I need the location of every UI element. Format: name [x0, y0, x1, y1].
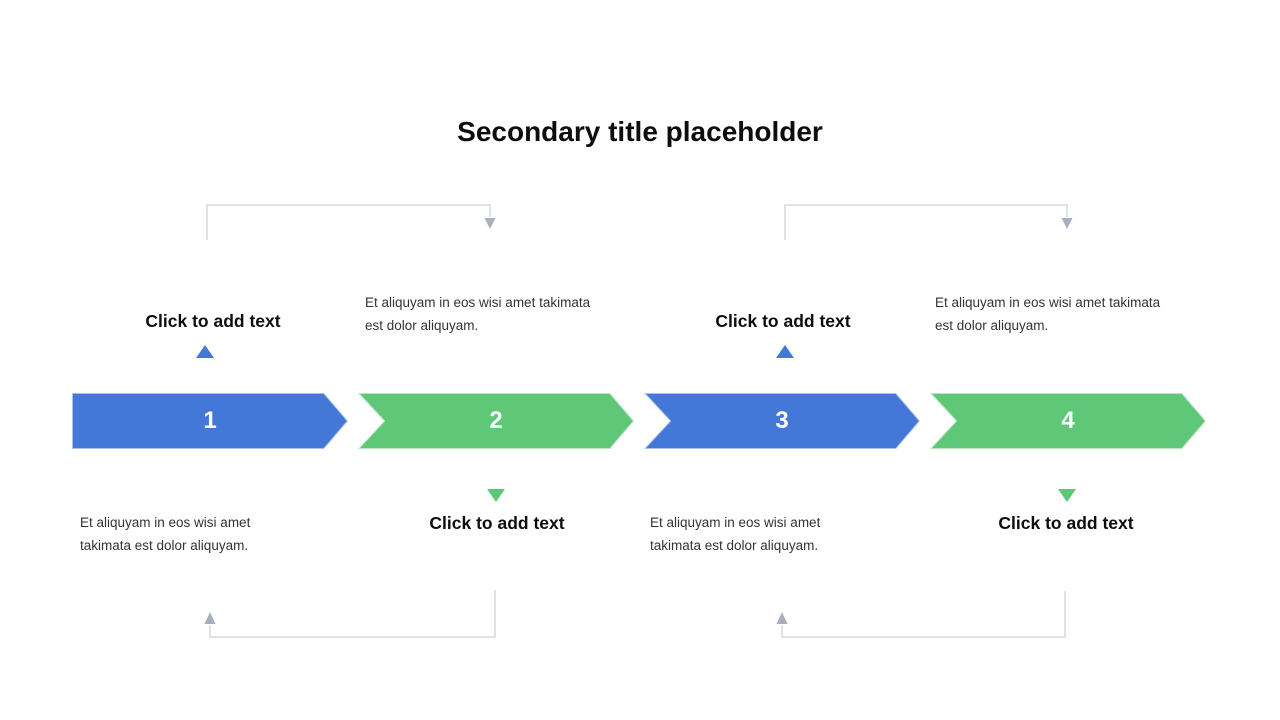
step-4-down-triangle-icon: [1058, 489, 1076, 502]
step-3-up-triangle-icon: [776, 345, 794, 358]
connector-top-left-arrowhead-icon: [484, 218, 496, 229]
slide-title[interactable]: Secondary title placeholder: [457, 116, 823, 147]
step-arrow-3[interactable]: [643, 392, 921, 450]
connector-bottom-right-arrowhead-icon: [776, 612, 788, 624]
description-line: Et aliquyam in eos wisi amet: [80, 515, 251, 530]
step-number-3: 3: [775, 407, 789, 434]
description-line: takimata est dolor aliquyam.: [650, 538, 819, 553]
text-placeholder-step-2[interactable]: Click to add text: [429, 513, 565, 533]
connector-top-right: [784, 204, 1068, 240]
description-line: takimata est dolor aliquyam.: [80, 538, 249, 553]
connector-bottom-left-arrowhead-icon: [204, 612, 216, 624]
description-line: est dolor aliquyam.: [365, 318, 479, 333]
description-step-4[interactable]: Et aliquyam in eos wisi amet takimata es…: [935, 291, 1220, 337]
connector-bottom-left: [209, 590, 496, 638]
text-placeholder-step-4[interactable]: Click to add text: [998, 513, 1134, 533]
connector-bottom-right: [781, 591, 1066, 638]
step-arrow-4[interactable]: [929, 392, 1207, 450]
description-line: Et aliquyam in eos wisi amet takimata: [365, 295, 591, 310]
connector-top-left: [206, 204, 491, 240]
step-number-2: 2: [489, 407, 503, 434]
step-1-up-triangle-icon: [196, 345, 214, 358]
description-line: est dolor aliquyam.: [935, 318, 1049, 333]
description-step-3[interactable]: Et aliquyam in eos wisi amet takimata es…: [650, 511, 875, 557]
description-line: Et aliquyam in eos wisi amet takimata: [935, 295, 1161, 310]
description-line: Et aliquyam in eos wisi amet: [650, 515, 821, 530]
step-number-1: 1: [203, 407, 217, 434]
text-placeholder-step-3[interactable]: Click to add text: [715, 311, 851, 331]
step-2-down-triangle-icon: [487, 489, 505, 502]
description-step-1[interactable]: Et aliquyam in eos wisi amet takimata es…: [80, 511, 305, 557]
step-arrow-2[interactable]: [357, 392, 635, 450]
description-step-2[interactable]: Et aliquyam in eos wisi amet takimata es…: [365, 291, 650, 337]
step-arrow-1[interactable]: [71, 392, 349, 450]
connector-top-right-arrowhead-icon: [1061, 218, 1073, 229]
text-placeholder-step-1[interactable]: Click to add text: [145, 311, 281, 331]
step-number-4: 4: [1061, 407, 1075, 434]
